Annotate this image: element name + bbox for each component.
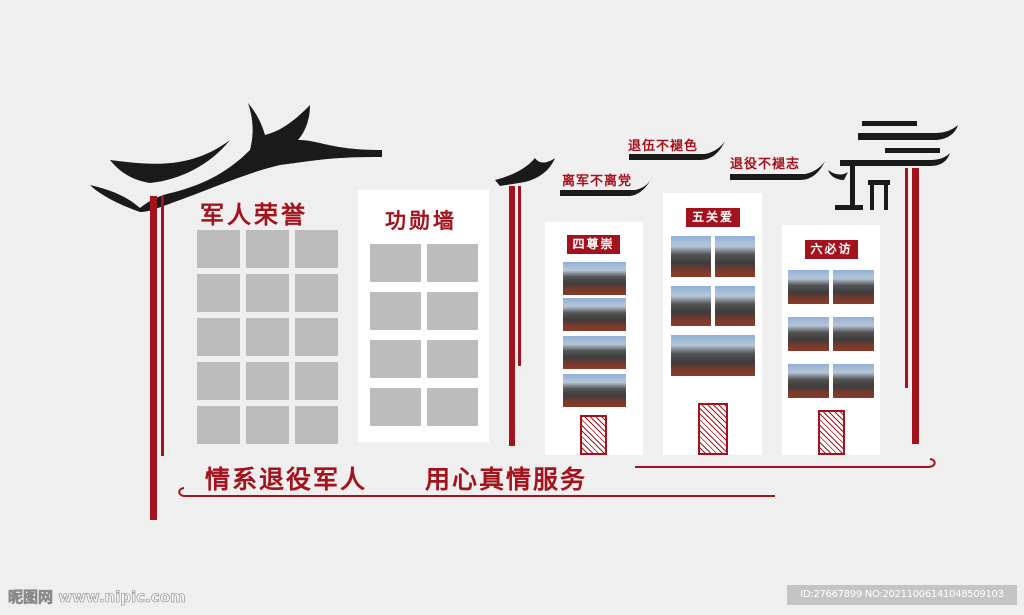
photo xyxy=(833,270,874,304)
photo-placeholder xyxy=(246,318,289,356)
photo-placeholder xyxy=(370,340,421,378)
photo-placeholder xyxy=(197,362,240,400)
slogan-right: 用心真情服务 xyxy=(425,465,588,494)
five-label: 五关爱 xyxy=(686,208,740,227)
mid-red-pillar xyxy=(509,186,515,446)
watermark-site: 昵图网 www.nipic.com xyxy=(8,588,186,607)
motto-swooshes xyxy=(560,141,848,196)
mid-roof-icon xyxy=(495,158,555,186)
photo-placeholder xyxy=(295,230,338,268)
photo xyxy=(671,286,711,326)
photo xyxy=(788,317,829,351)
right-roof-icon xyxy=(835,121,958,210)
photo xyxy=(715,286,755,326)
photo-placeholder xyxy=(295,406,338,444)
pattern-ornament xyxy=(818,410,845,455)
photo-placeholder xyxy=(197,406,240,444)
photo xyxy=(833,364,874,398)
pattern-ornament xyxy=(698,403,728,455)
photo-placeholder xyxy=(370,244,421,282)
photo-placeholder xyxy=(197,230,240,268)
photo xyxy=(563,298,626,331)
photo-placeholder xyxy=(295,362,338,400)
right-red-pillar xyxy=(912,168,919,444)
photo-placeholder xyxy=(197,318,240,356)
slogan-left: 情系退役军人 xyxy=(205,465,368,494)
mid-red-pillar-thin xyxy=(518,186,521,366)
photo xyxy=(563,336,626,369)
photo-placeholder xyxy=(246,230,289,268)
photo xyxy=(788,270,829,304)
photo-placeholder xyxy=(427,292,478,330)
right-red-pillar-thin xyxy=(905,168,908,388)
photo-placeholder xyxy=(295,274,338,312)
ornament-lines xyxy=(178,458,936,497)
photo xyxy=(715,236,755,277)
photo-placeholder xyxy=(246,274,289,312)
left-red-pillar-thin xyxy=(161,196,164,456)
photo-placeholder xyxy=(295,318,338,356)
left-roof-icon xyxy=(90,103,382,212)
photo xyxy=(833,317,874,351)
photo-placeholder xyxy=(427,388,478,426)
photo-placeholder xyxy=(370,388,421,426)
merit-title: 功勋墙 xyxy=(385,209,457,233)
four-label: 四尊崇 xyxy=(567,235,620,254)
photo xyxy=(563,374,626,407)
motto-3: 退役不褪志 xyxy=(730,157,801,172)
photo-placeholder xyxy=(427,340,478,378)
photo xyxy=(671,335,755,376)
photo xyxy=(671,236,711,277)
photo xyxy=(563,262,626,295)
photo-placeholder xyxy=(370,292,421,330)
photo xyxy=(788,364,829,398)
photo-placeholder xyxy=(246,362,289,400)
pattern-ornament xyxy=(580,415,607,455)
motto-2: 退伍不褪色 xyxy=(628,139,699,154)
watermark-id: ID:27667899 NO:20211006141048509103 xyxy=(787,585,1017,605)
motto-1: 离军不离党 xyxy=(562,174,633,189)
left-red-pillar xyxy=(150,196,157,520)
photo-placeholder xyxy=(197,274,240,312)
honor-title: 军人荣誉 xyxy=(200,201,308,229)
photo-placeholder xyxy=(427,244,478,282)
six-label: 六必访 xyxy=(805,240,858,259)
photo-placeholder xyxy=(246,406,289,444)
